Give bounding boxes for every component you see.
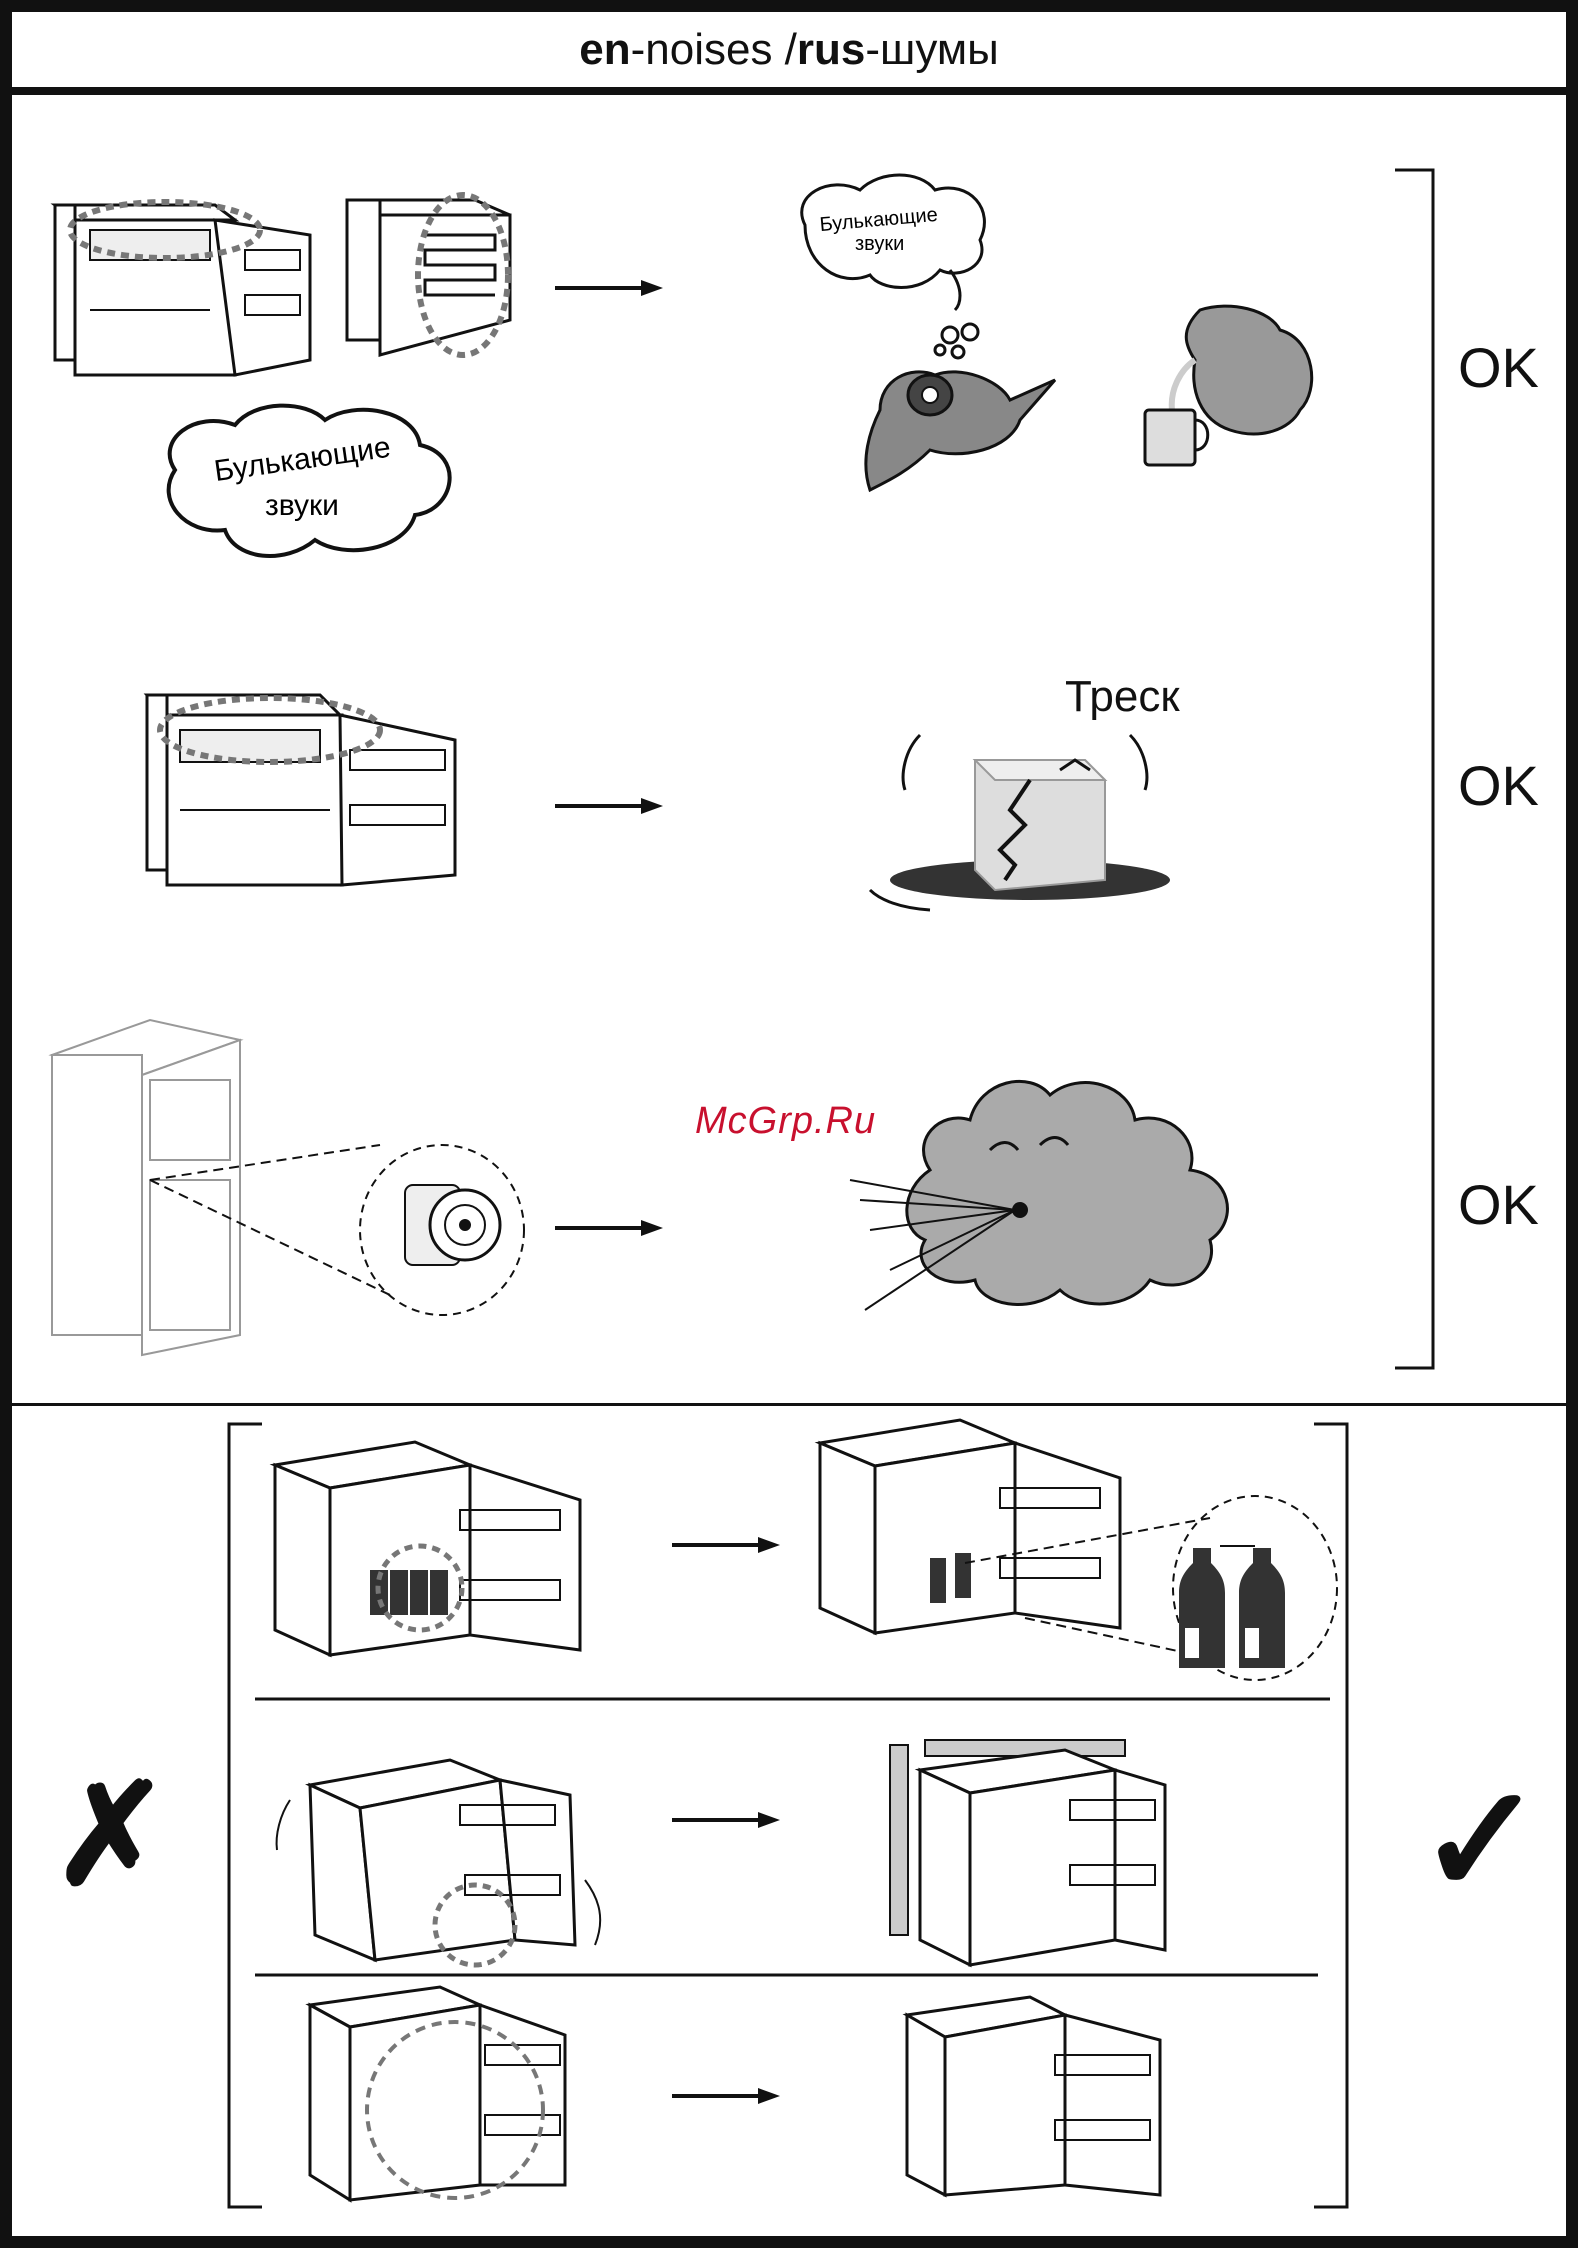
- left-bracket: [227, 1422, 267, 2212]
- arrow-right: [555, 278, 665, 298]
- arrow-right: [672, 1535, 782, 1555]
- cracking-ice-cube-illustration: [860, 730, 1190, 930]
- ok-bracket: [1395, 168, 1455, 1378]
- pouring-pitcher-illustration: [1140, 300, 1320, 480]
- fridge-open-illustration-2: [140, 670, 460, 900]
- fridge-door-aligned-illustration: [905, 1995, 1185, 2225]
- title-text-rus: -шумы: [865, 25, 998, 75]
- fridge-bottles-touching-illustration: [270, 1440, 590, 1670]
- divider: [255, 1973, 1355, 1977]
- title-text-en: -noises /: [631, 25, 797, 75]
- arrow-right: [555, 796, 665, 816]
- arrow-right: [555, 1218, 665, 1238]
- title-lang-rus: rus: [797, 25, 865, 75]
- page-title: en-noises / rus-шумы: [12, 12, 1566, 95]
- bubble-left-line2: звуки: [265, 489, 339, 522]
- arrow-right: [672, 2086, 782, 2106]
- blowing-cloud-illustration: [850, 1060, 1270, 1320]
- status-ok-2: OK: [1458, 753, 1539, 818]
- right-mark: ✓: [1418, 1765, 1544, 1915]
- crack-label: Треск: [1065, 672, 1180, 722]
- fridge-bottles-spaced-illustration: [815, 1418, 1335, 1678]
- bubble-right-line2: звуки: [855, 233, 904, 255]
- tall-fridge-fan-illustration: [50, 1015, 590, 1355]
- divider: [255, 1697, 1355, 1701]
- watermark: McGrp.Ru: [695, 1100, 876, 1143]
- diver-illustration: [840, 320, 1060, 510]
- wrong-mark: ✗: [52, 1765, 169, 1905]
- status-ok-3: OK: [1458, 1172, 1539, 1237]
- fridge-level-illustration: [890, 1735, 1190, 1995]
- fridge-back-coil-illustration: [345, 190, 545, 390]
- arrow-right: [672, 1810, 782, 1830]
- bubbling-speech-cloud-left: Булькающие звуки: [155, 400, 485, 570]
- status-ok-1: OK: [1458, 335, 1539, 400]
- title-lang-en: en: [579, 25, 630, 75]
- fridge-uneven-illustration: [265, 1740, 625, 1970]
- bubbling-speech-cloud-right: Булькающие звуки: [790, 170, 1000, 310]
- fridge-open-illustration-1: [50, 190, 320, 390]
- fridge-door-misaligned-illustration: [305, 1985, 625, 2215]
